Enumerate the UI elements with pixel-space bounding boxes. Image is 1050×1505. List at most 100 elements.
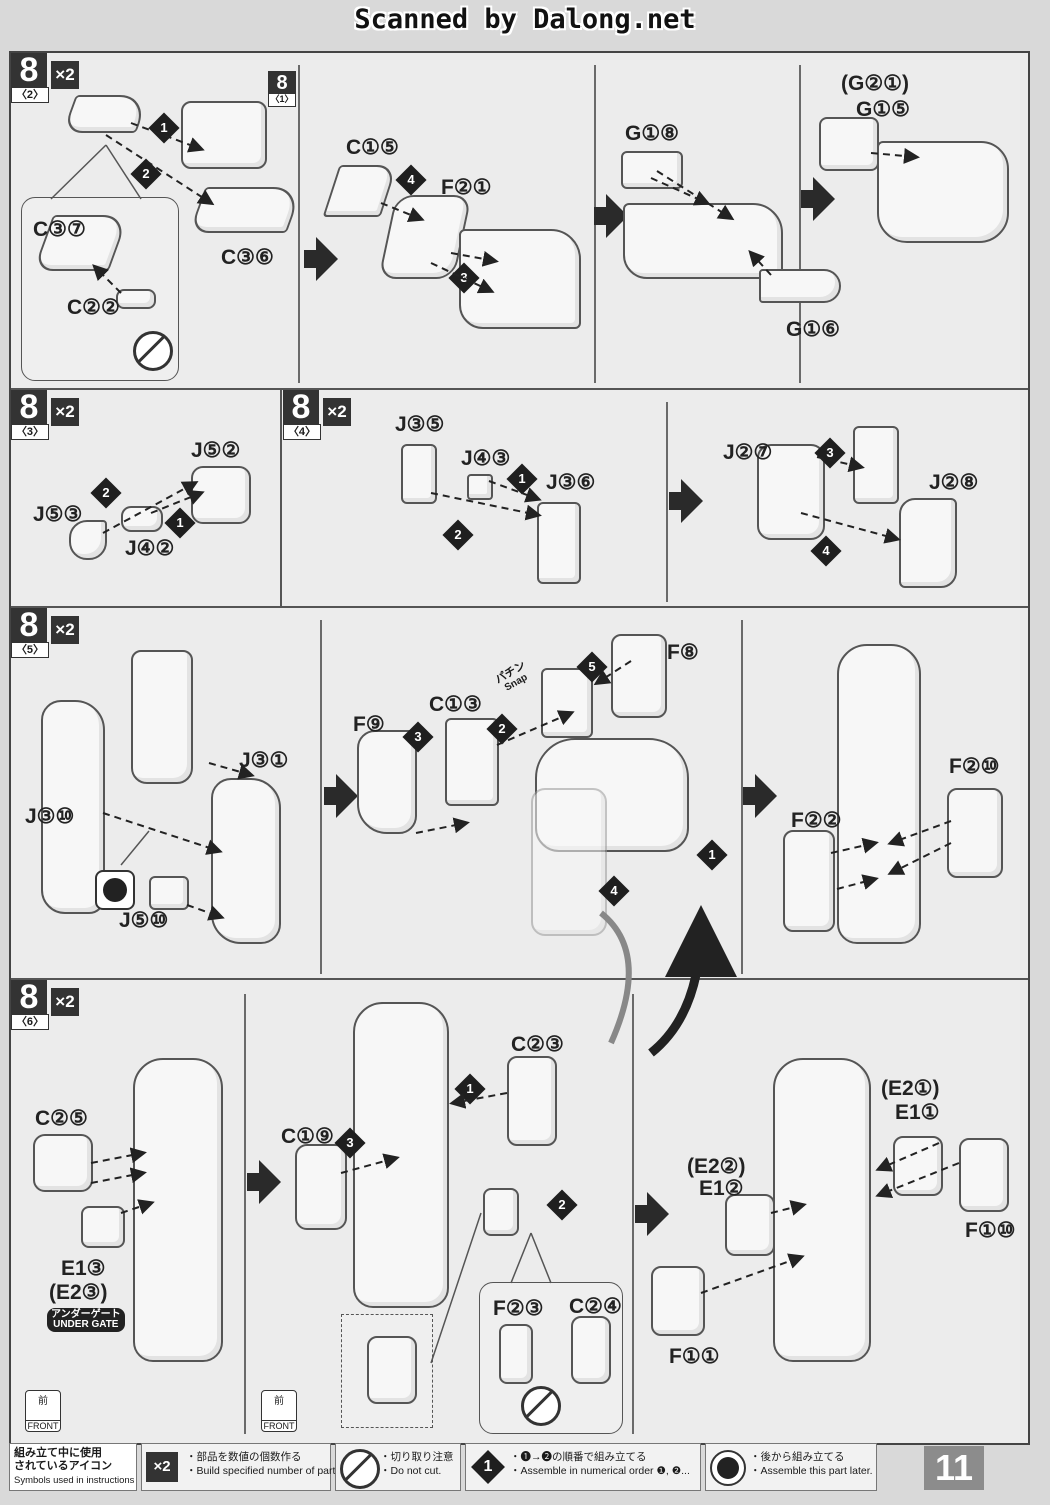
order-diamond-icon: 1	[471, 1450, 505, 1484]
multiplier-badge: ×2	[51, 988, 79, 1016]
rotate-arrow	[648, 905, 737, 1057]
step-number: 8	[11, 390, 47, 424]
part-label-e1-2: E1②	[699, 1177, 744, 1200]
part-leg-final	[773, 1058, 871, 1362]
part-j53	[69, 520, 107, 560]
part-label-e2-2-paren: (E2②)	[687, 1155, 746, 1178]
part-knee-joint	[541, 668, 593, 738]
legend-numerical-order: 1 ・❶→❷の順番で組み立てる ・Assemble in numerical o…	[465, 1443, 701, 1491]
symbols-legend: 組み立て中に使用 されているアイコン Symbols used in instr…	[9, 1443, 1026, 1493]
legend-order-en: ・Assemble in numerical order ❶, ❷...	[510, 1465, 690, 1477]
panel-divider	[741, 620, 743, 974]
step-badge-8-3: 8 〈3〉 ×2	[11, 390, 79, 440]
next-step-arrow	[324, 774, 358, 818]
part-c19	[295, 1144, 347, 1230]
legend-later-en: ・Assemble this part later.	[750, 1465, 873, 1477]
part-small-piece	[483, 1188, 519, 1236]
part-g15	[819, 117, 879, 171]
part-label-j43: J④③	[461, 447, 511, 470]
part-label-c22: C②②	[67, 296, 120, 319]
part-f20	[947, 788, 1003, 878]
part-label-j30: J③⑩	[25, 805, 75, 828]
legend-order-jp: ・❶→❷の順番で組み立てる	[510, 1451, 647, 1463]
do-not-cut-icon	[340, 1449, 380, 1489]
step-badge-8-4: 8 〈4〉 ×2	[283, 390, 351, 440]
part-shoulder-block	[181, 101, 267, 169]
part-label-f22: F②②	[791, 809, 842, 832]
part-f11	[651, 1266, 705, 1336]
part-label-e2-3-paren: (E2③)	[49, 1281, 108, 1304]
part-label-c27: C③⑦	[33, 218, 86, 241]
next-step-arrow	[743, 774, 777, 818]
part-knee-armor	[131, 650, 193, 784]
part-label-e2-1-paren: (E2①)	[881, 1077, 940, 1100]
legend-assemble-later: ・後から組み立てる ・Assemble this part later.	[705, 1443, 877, 1491]
step-substep: 〈3〉	[11, 424, 49, 440]
ref-step-substep: 〈1〉	[270, 94, 294, 104]
row-step-8-6: 8 〈6〉 ×2 C②⑤ E1③ (E2③) アンダーゲート UNDER GAT…	[11, 980, 1028, 1441]
part-detail-view	[367, 1336, 417, 1404]
part-label-j50: J⑤⑩	[119, 909, 169, 932]
multiplier-badge: ×2	[51, 61, 79, 89]
part-label-e1-1: E1①	[895, 1101, 940, 1124]
part-label-f8: F⑧	[667, 641, 699, 664]
part-label-j27: J②⑦	[723, 441, 773, 464]
part-label-c24: C②④	[569, 1295, 622, 1318]
multiplier-icon: ×2	[146, 1452, 178, 1482]
part-j50	[149, 876, 189, 910]
legend-multiply-en: ・Build specified number of parts.	[186, 1465, 344, 1477]
part-j28	[899, 498, 957, 588]
panel-divider	[666, 402, 668, 602]
part-f9	[357, 730, 417, 834]
step-badge-8-6: 8 〈6〉 ×2	[11, 980, 79, 1030]
part-e1-3	[81, 1206, 125, 1248]
part-label-f9: F⑨	[353, 713, 385, 736]
front-orientation-icon: 前 FRONT	[261, 1390, 297, 1432]
part-label-j52: J⑤②	[191, 439, 241, 462]
part-g16	[759, 269, 841, 303]
part-label-j36: J③⑥	[546, 471, 596, 494]
part-j30	[41, 700, 105, 914]
step-badge-8-5: 8 〈5〉 ×2	[11, 608, 79, 658]
panel-divider	[280, 390, 282, 606]
next-step-arrow	[304, 237, 338, 281]
assembly-arrows-overlay	[50, 122, 960, 1364]
part-label-j35: J③⑤	[395, 413, 445, 436]
part-label-f23: F②③	[493, 1297, 544, 1320]
legend-do-not-cut: ・切り取り注意 ・Do not cut.	[335, 1443, 461, 1491]
rotate-arrow-light	[599, 910, 632, 1045]
under-gate-badge: アンダーゲート UNDER GATE	[47, 1308, 125, 1332]
part-c23	[507, 1056, 557, 1146]
panel-divider	[799, 65, 801, 383]
instruction-page: 8 〈2〉 ×2 8 〈1〉 C③⑦ C③⑥ C②② 1 2 C①⑤ F②① 4…	[9, 51, 1030, 1445]
part-label-f20: F②⑩	[949, 755, 1000, 778]
panel-divider	[298, 65, 300, 383]
part-label-f21: F②①	[441, 176, 492, 199]
step-badge-8-2: 8 〈2〉 ×2	[11, 53, 79, 103]
part-f23	[499, 1324, 533, 1384]
part-label-j53: J⑤③	[33, 503, 83, 526]
part-f10	[959, 1138, 1009, 1212]
part-label-g18: G①⑧	[625, 122, 679, 145]
part-label-c13: C①③	[429, 693, 482, 716]
part-lower-leg-ghost	[531, 788, 607, 936]
part-j27	[757, 444, 825, 540]
legend-multiply: ×2 ・部品を数値の個数作る ・Build specified number o…	[141, 1443, 344, 1491]
part-label-c23: C②③	[511, 1033, 564, 1056]
assemble-later-icon	[710, 1450, 746, 1486]
multiplier-badge: ×2	[323, 398, 351, 426]
part-label-f11: F①①	[669, 1345, 720, 1368]
next-step-arrow	[594, 194, 628, 238]
panel-divider	[320, 620, 322, 974]
row-step-8-5: 8 〈5〉 ×2 J③① J③⑩ J⑤⑩ C①③ F⑨ F⑧ パチン Snap …	[11, 608, 1028, 980]
step-substep: 〈6〉	[11, 1014, 49, 1030]
next-step-arrow	[247, 1160, 281, 1204]
legend-later-jp: ・後から組み立てる	[750, 1451, 845, 1463]
reference-step-badge: 8 〈1〉	[268, 71, 296, 107]
step-substep: 〈2〉	[11, 87, 49, 103]
part-label-c19: C①⑨	[281, 1125, 334, 1148]
part-f22	[783, 830, 835, 932]
part-label-c25: C②⑤	[35, 1107, 88, 1130]
ref-step-number: 8	[269, 72, 295, 94]
part-label-c26: C③⑥	[221, 246, 274, 269]
